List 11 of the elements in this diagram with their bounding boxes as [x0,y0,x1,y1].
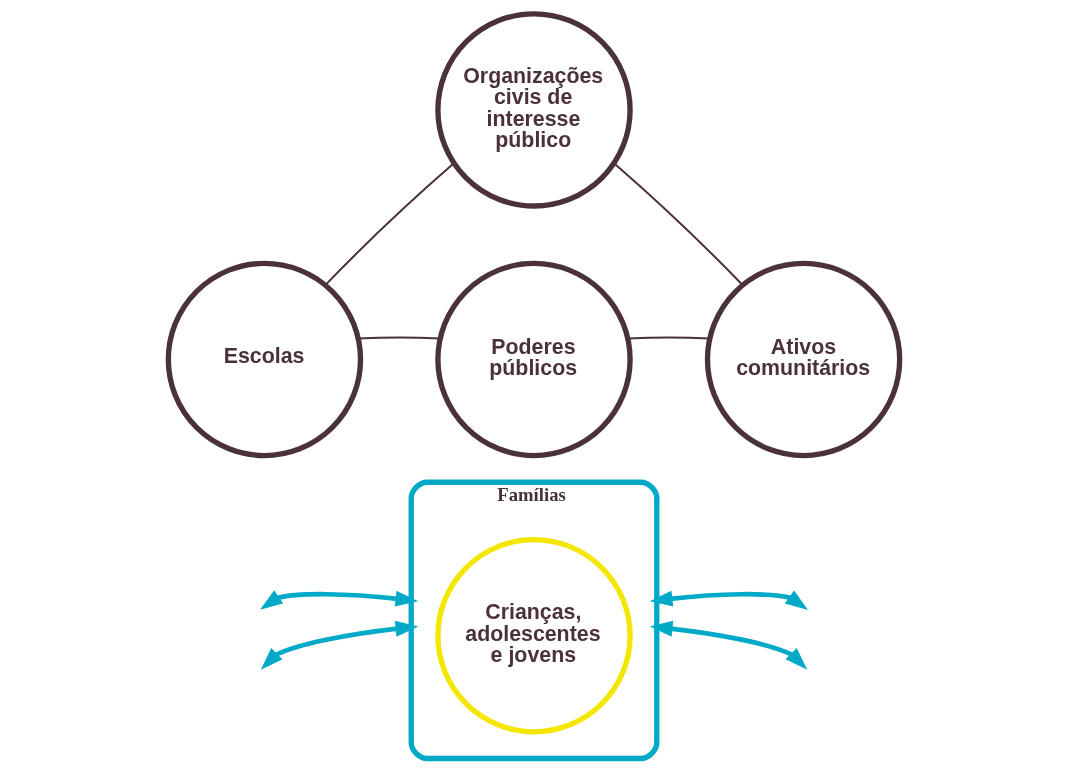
node-circle: Crianças, adolescentes e jovens [435,536,633,735]
connector [324,162,455,287]
node-circle: Escolas [165,260,364,459]
arrow [649,620,808,670]
arrow [260,590,419,610]
node-circle: Ativos comunitários [704,260,903,459]
node-circle: Organizações civis de interesse público [435,11,633,209]
connector [613,162,744,286]
node-circle: Poderes públicos [435,260,633,459]
arrow [260,620,419,670]
arrow [649,590,808,611]
